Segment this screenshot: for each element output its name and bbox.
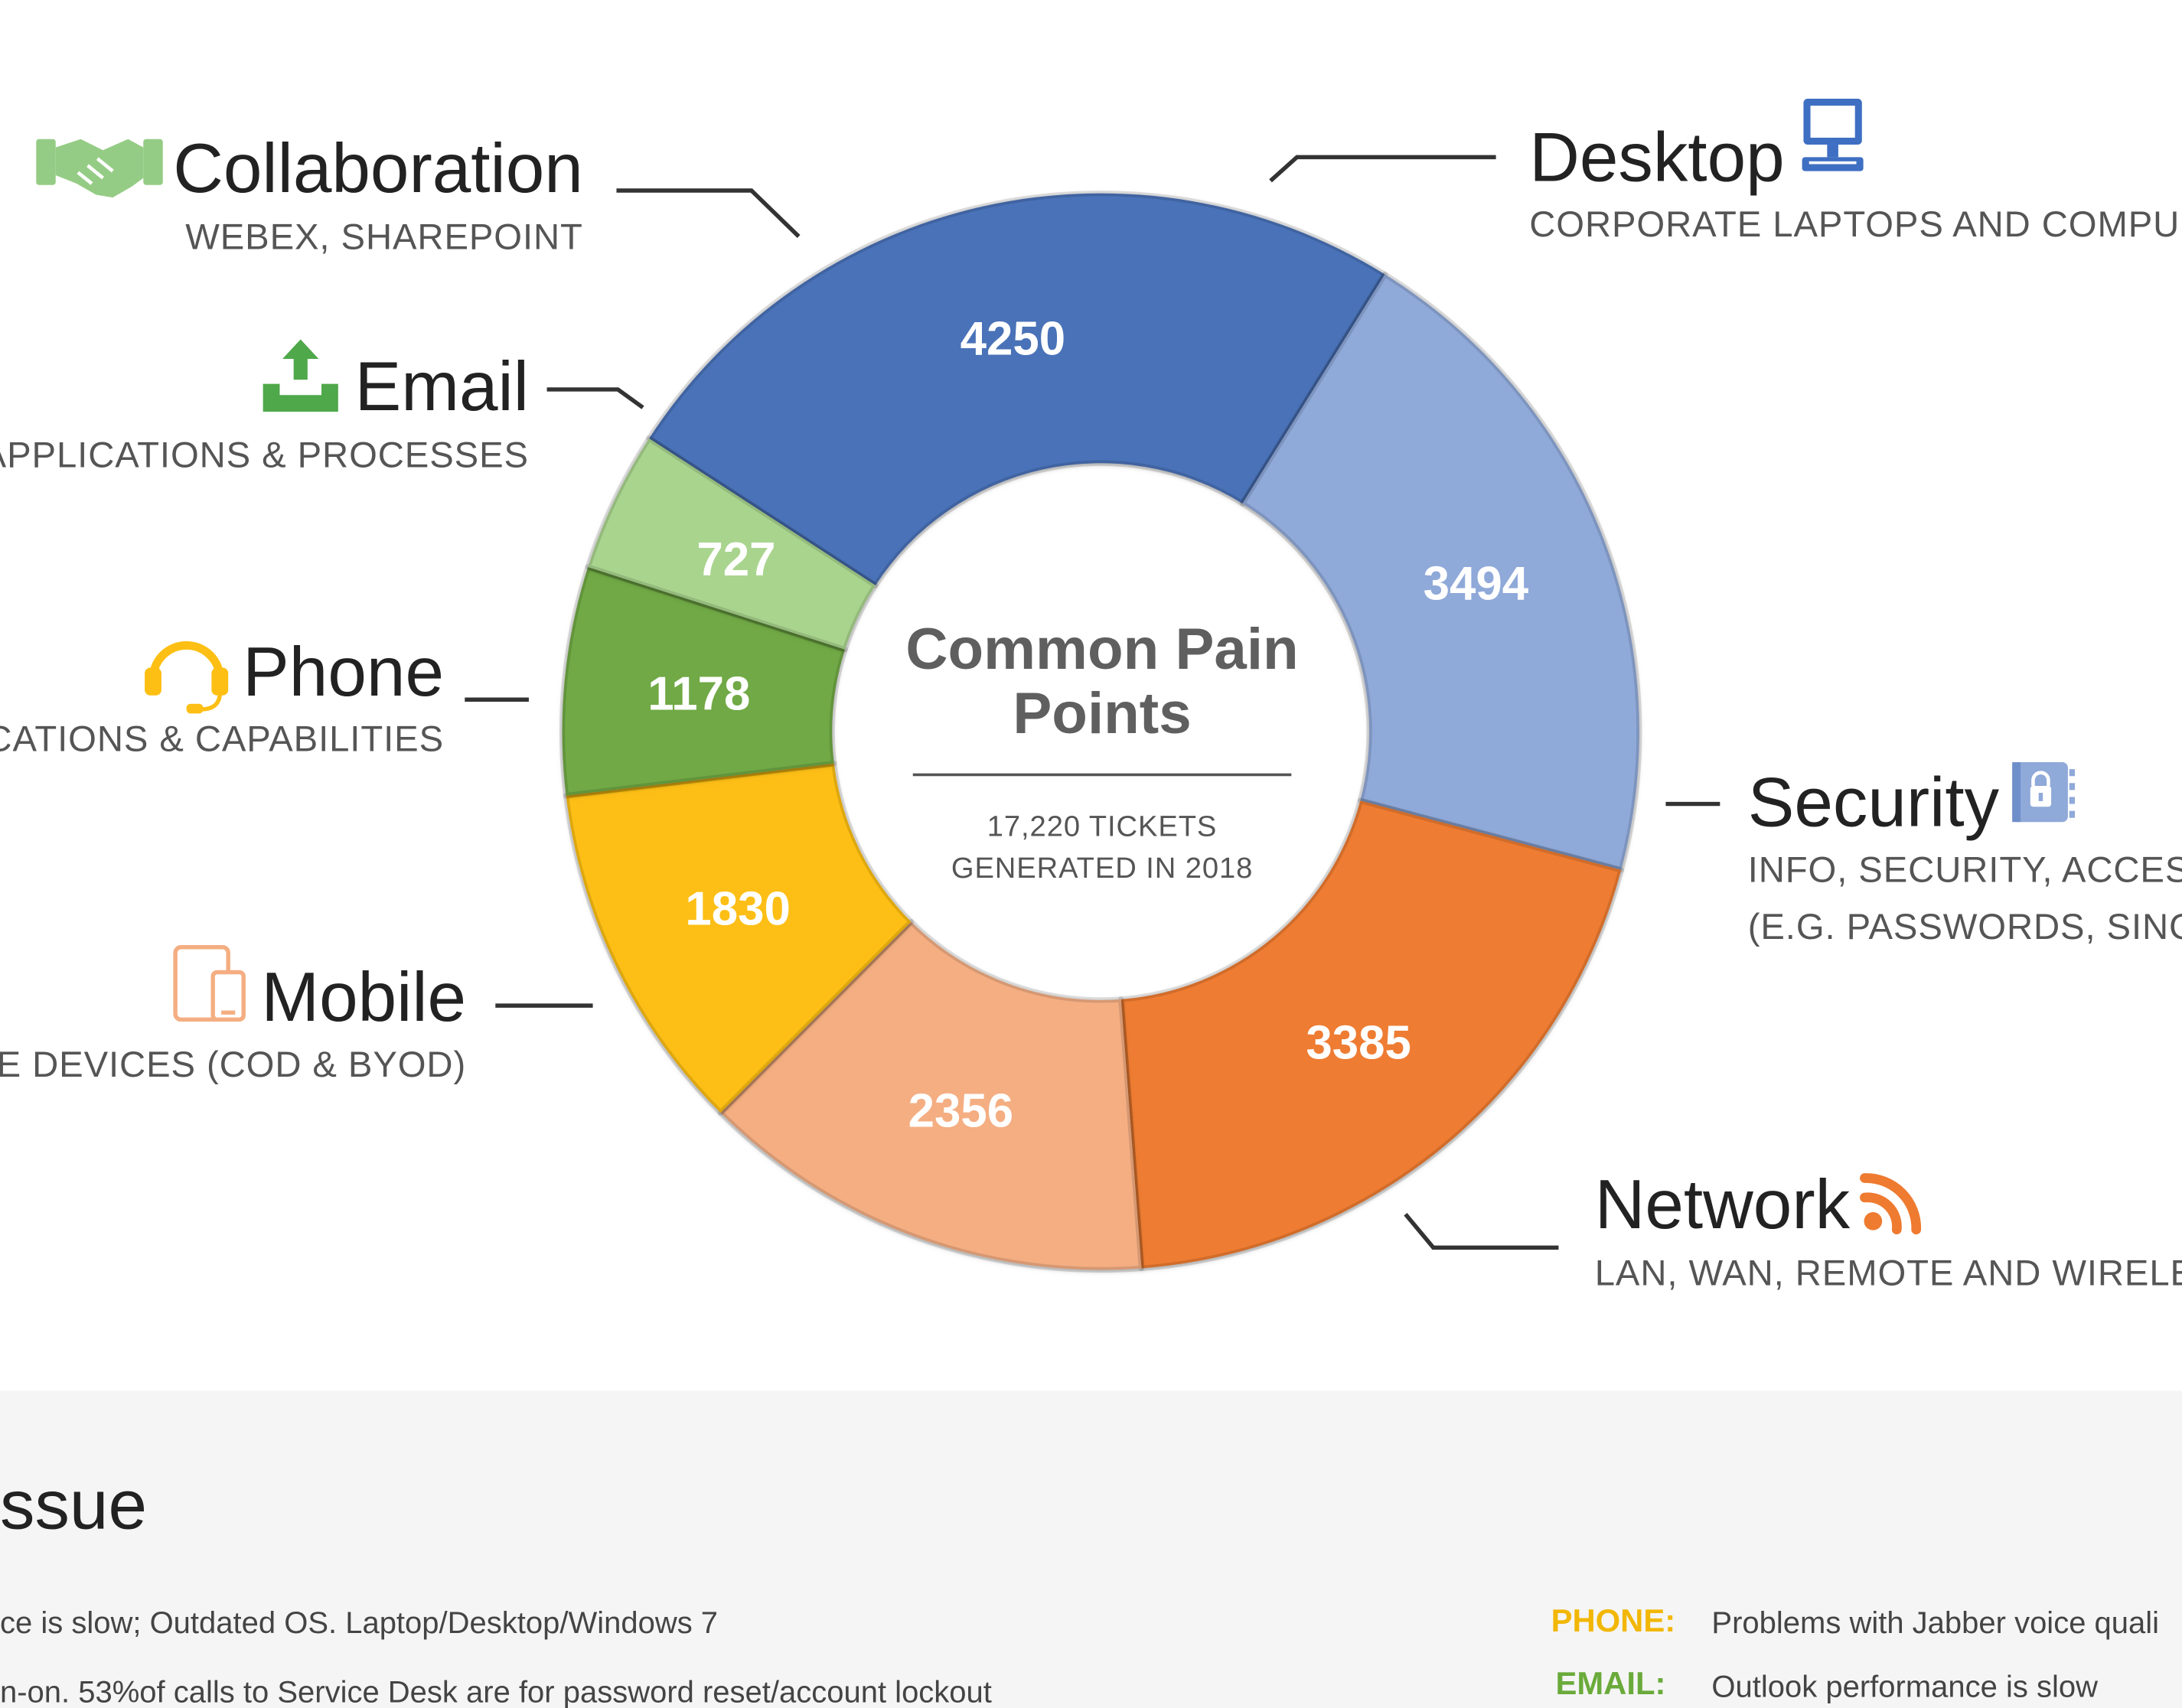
leader-lines bbox=[465, 155, 1720, 1250]
issue-key-email: EMAIL: bbox=[1555, 1665, 1665, 1701]
donut-segment-collaboration bbox=[585, 435, 879, 653]
chart-title-line2: Points bbox=[1013, 681, 1191, 746]
donut-value-label-phone: 1830 bbox=[685, 883, 791, 936]
category-description-2: (E.G. PASSWORDS, SING bbox=[1748, 907, 2182, 947]
category-description: APPLICATIONS & PROCESSES bbox=[0, 435, 529, 476]
donut-value-label-collaboration: 727 bbox=[696, 533, 775, 586]
category-label-desktop: Desktop CORPORATE LAPTOPS AND COMPU bbox=[1529, 99, 2180, 245]
donut-segment-security bbox=[1239, 271, 1642, 873]
desktop-computer-icon bbox=[1802, 99, 1864, 171]
donut-value-label-network: 3385 bbox=[1306, 1016, 1411, 1069]
donut-value-label-email: 1178 bbox=[647, 667, 750, 720]
issue-item-left-1: ce is slow; Outdated OS. Laptop/Desktop/… bbox=[0, 1606, 718, 1640]
rss-signal-icon bbox=[1860, 1173, 1922, 1235]
category-label-network: Network LAN, WAN, REMOTE AND WIRELE bbox=[1595, 1166, 2182, 1294]
category-title: Mobile bbox=[261, 959, 466, 1036]
donut-segment-phone bbox=[563, 761, 915, 1116]
issue-section-heading: ssue bbox=[0, 1467, 147, 1544]
issue-text-email: Outlook performance is slow bbox=[1711, 1670, 2098, 1703]
issue-section-background bbox=[0, 1390, 2182, 1708]
category-label-phone: Phone CATIONS & CAPABILITIES bbox=[0, 634, 444, 760]
issue-item-left-2: n-on. 53%of calls to Service Desk are fo… bbox=[0, 1676, 992, 1708]
category-description: LAN, WAN, REMOTE AND WIRELE bbox=[1595, 1253, 2182, 1293]
category-title: Collaboration bbox=[173, 130, 583, 207]
center-subtitle-line2: GENERATED IN 2018 bbox=[951, 852, 1253, 885]
leader-line-collaboration bbox=[616, 188, 801, 238]
donut-segment-desktop bbox=[646, 191, 1388, 588]
donut-value-label-mobile: 2356 bbox=[908, 1084, 1014, 1137]
category-description: INFO, SECURITY, ACCES bbox=[1748, 849, 2182, 890]
handshake-icon bbox=[36, 139, 163, 198]
email-upload-tray-icon bbox=[263, 339, 338, 412]
leader-line-network bbox=[1404, 1213, 1559, 1250]
donut-chart: 4250 3494 3385 2356 1830 1178 727 bbox=[559, 191, 1642, 1273]
category-description: CORPORATE LAPTOPS AND COMPU bbox=[1529, 204, 2180, 245]
category-description: CATIONS & CAPABILITIES bbox=[0, 719, 444, 760]
leader-line-desktop bbox=[1269, 155, 1496, 183]
donut-value-label-security: 3494 bbox=[1424, 558, 1529, 611]
category-title: Network bbox=[1595, 1166, 1851, 1244]
category-title: Security bbox=[1748, 764, 2000, 842]
category-title: Phone bbox=[243, 634, 444, 711]
category-label-mobile: Mobile E DEVICES (COD & BYOD) bbox=[0, 945, 466, 1085]
leader-line-email bbox=[546, 387, 644, 409]
category-title: Desktop bbox=[1529, 119, 1784, 196]
donut-segment-network bbox=[1118, 797, 1624, 1272]
issue-key-phone: PHONE: bbox=[1551, 1602, 1676, 1638]
category-label-email: Email APPLICATIONS & PROCESSES bbox=[0, 339, 529, 476]
category-description: E DEVICES (COD & BYOD) bbox=[0, 1045, 466, 1085]
issue-text-phone: Problems with Jabber voice quali bbox=[1711, 1606, 2159, 1640]
center-subtitle-line1: 17,220 TICKETS bbox=[987, 810, 1218, 843]
donut-value-label-desktop: 4250 bbox=[961, 312, 1066, 365]
category-label-security: Security INFO, SECURITY, ACCES (E.G. PAS… bbox=[1748, 762, 2182, 947]
mobile-devices-icon bbox=[173, 945, 246, 1022]
security-lock-icon bbox=[2012, 762, 2075, 823]
chart-center-label: Common Pain Points 17,220 TICKETS GENERA… bbox=[905, 617, 1298, 885]
category-description: WEBEX, SHAREPOINT bbox=[185, 217, 583, 257]
chart-title-line1: Common Pain bbox=[905, 617, 1298, 682]
category-label-collaboration: Collaboration WEBEX, SHAREPOINT bbox=[36, 130, 583, 257]
headset-icon bbox=[145, 640, 229, 714]
category-title: Email bbox=[355, 348, 529, 425]
